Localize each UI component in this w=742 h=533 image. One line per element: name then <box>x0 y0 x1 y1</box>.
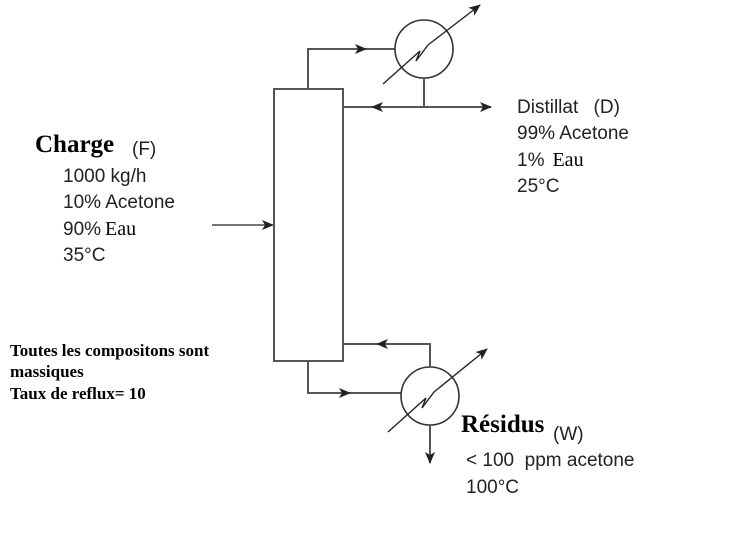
residue-title: Résidus <box>461 411 545 438</box>
feed-acetone: 10% Acetone <box>63 192 175 213</box>
residue-temperature: 100°C <box>466 477 520 498</box>
bottoms-line <box>307 361 401 394</box>
feed-symbol: (F) <box>132 139 157 160</box>
feed-water-name: Eau <box>105 218 137 240</box>
residue-symbol: (W) <box>553 424 584 445</box>
note-reflux-ratio: Taux de reflux= 10 <box>10 384 146 403</box>
feed-water: 90% Eau <box>63 218 136 241</box>
condenser-icon <box>382 4 481 85</box>
distillate-name: Distillat <box>517 97 579 118</box>
distillate-temperature: 25°C <box>517 176 560 197</box>
overhead-vapor-line <box>307 48 395 89</box>
feed-flow: 1000 kg/h <box>63 166 147 187</box>
feed-title: Charge <box>35 131 115 158</box>
distillate-title: Distillat (D) <box>517 97 620 119</box>
note-compositions: Toutes les compositons sont <box>10 341 210 360</box>
reboiler-vapor-return-line <box>343 343 431 367</box>
distillate-water-pct: 1% <box>517 150 545 171</box>
distillate-acetone: 99% Acetone <box>517 123 629 144</box>
distillate-water: 1% Eau <box>517 149 584 172</box>
note-mass-basis: massiques <box>10 362 84 381</box>
distillate-symbol: (D) <box>593 97 620 118</box>
residue-spec: < 100 ppm acetone <box>466 450 635 471</box>
feed-temperature: 35°C <box>63 245 106 266</box>
distillate-water-name: Eau <box>552 149 584 171</box>
distillation-column <box>273 88 344 362</box>
feed-water-pct: 90% <box>63 219 102 240</box>
